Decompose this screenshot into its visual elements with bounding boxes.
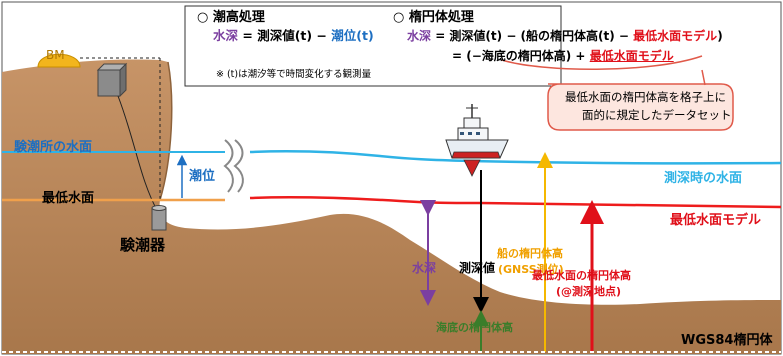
tide-formula: 水深 = 測深値(t) − 潮位(t) [213,28,374,43]
tide-station-box [97,69,121,97]
ellipsoid-formula-model: 最低水面モデル [633,29,718,43]
bm-marker [37,53,81,68]
lowest-water-label: 最低水面 [42,191,95,206]
callout-pointer [701,69,706,86]
tide-gauge-device [151,207,167,231]
callout-line2: 面的に規定したデータセット [582,108,732,122]
ellipsoid-formula-line1: 水深 = 測深値(t) − (船の楕円体高(t) − 最低水面モデル) [407,30,723,42]
legend-box [184,5,562,87]
gnss-label: (GNSS測位) [498,263,564,276]
tide-station-box-side [119,62,127,98]
tide-formula-eq: = 測深値(t) − [242,28,327,43]
lowest-height-label1: 最低水面の楕円体高 [532,269,631,282]
sounding-surface-label: 測深時の水面 [664,171,743,186]
callout-line1: 最低水面の楕円体高を格子上に [565,90,726,104]
cliff-edge [159,61,173,201]
depth-label: 水深 [412,261,437,275]
tide-formula-depth: 水深 [213,28,239,43]
tide-gauge-label: 験潮器 [120,236,166,254]
lowest-water-model-label: 最低水面モデル [670,213,762,228]
ellipsoid-formula-eq: = 測深値(t) − (船の楕円体高(t) − [435,29,629,43]
survey-ship [445,104,509,177]
sounding-value-label: 測深値 [459,261,496,275]
tide-gauge-top [151,205,167,211]
bm-label: BM [46,48,65,62]
ellipsoid-formula-depth: 水深 [407,29,432,43]
lowest-water-model-line [249,195,782,209]
ellipsoid-formula-close: ) [717,29,723,43]
ellipsoid-formula2-eq: = (−海底の楕円体高) + [452,49,586,63]
tide-processing-title: ○ 潮高処理 [197,10,265,25]
callout-underline-curve [501,55,703,71]
ground-terrain [2,59,781,354]
ellipsoid-processing-title: ○ 楕円体処理 [393,10,474,25]
ship-height-label: 船の楕円体高 [497,247,563,260]
callout-box [547,83,734,131]
tide-level-label: 潮位 [189,169,216,184]
break-mark-2 [233,139,244,193]
sounding-surface-line [249,149,782,165]
break-mark-1 [223,139,234,193]
tide-station-surface-label: 験潮所の水面 [14,140,93,155]
lowest-height-label2: (@測深地点) [556,285,622,298]
ellipsoid-formula2-model: 最低水面モデル [589,49,674,63]
wgs84-label: WGS84楕円体 [681,333,773,348]
tide-formula-tide: 潮位(t) [331,28,374,43]
ellipsoid-formula-line2: = (−海底の楕円体高) + 最低水面モデル [452,50,674,62]
seabed-height-label: 海底の楕円体高 [436,321,513,334]
legend-note: ※ (t)は潮汐等で時間変化する観測量 [216,69,372,80]
